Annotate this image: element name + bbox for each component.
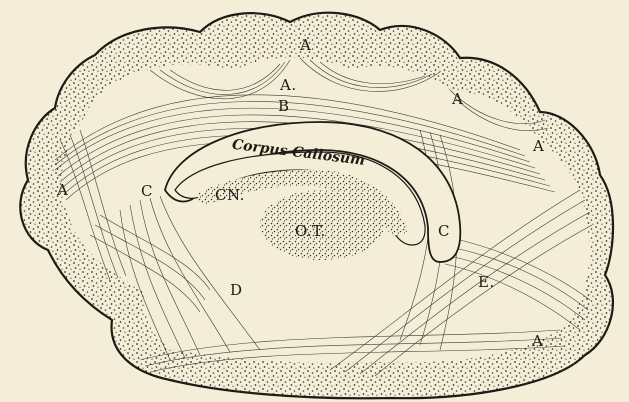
label-c-right: C xyxy=(438,222,450,240)
label-a-right: A xyxy=(532,137,544,155)
label-a-bottom: A xyxy=(531,332,543,350)
label-a-right-upper: A xyxy=(451,90,463,108)
label-e: E. xyxy=(478,273,495,291)
label-a-top: A xyxy=(299,36,311,54)
label-ot: O.T. xyxy=(295,222,326,240)
label-a-upper: A. xyxy=(279,76,297,94)
label-d: D xyxy=(230,281,243,299)
label-c-left: C xyxy=(141,182,153,200)
label-cn: CN. xyxy=(215,186,245,204)
label-b: B xyxy=(278,97,290,115)
label-a-left: A xyxy=(56,181,68,199)
